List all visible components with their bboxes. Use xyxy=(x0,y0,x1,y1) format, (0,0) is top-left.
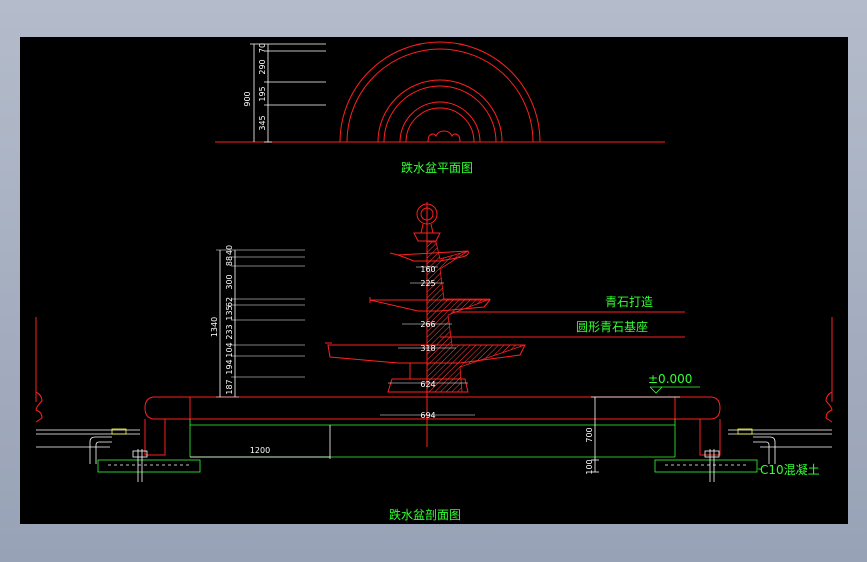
plan-dim-345: 345 xyxy=(258,115,267,130)
dim-1200: 1200 xyxy=(250,446,270,455)
dim-194: 194 xyxy=(225,359,234,374)
callout-concrete: C10混凝土 xyxy=(760,462,820,477)
section-title: 跌水盆剖面图 xyxy=(389,507,461,522)
plan-view: 900 70 290 195 345 跌水盆平面图 xyxy=(215,41,665,175)
dim-135: 135 xyxy=(225,305,234,320)
section-view: 160 225 266 318 624 694 1340 40 88 300 6… xyxy=(35,202,833,522)
dim-100: 100 xyxy=(585,459,594,474)
fountain-drawing: 900 70 290 195 345 跌水盆平面图 xyxy=(35,41,833,522)
plan-title: 跌水盆平面图 xyxy=(401,160,473,175)
plan-dim-195: 195 xyxy=(258,86,267,101)
dim-40: 40 xyxy=(225,245,234,255)
dim-1340: 1340 xyxy=(210,317,219,337)
callout-stone: 青石打造 xyxy=(605,295,653,309)
dim-160: 160 xyxy=(420,265,435,274)
plan-dim-290: 290 xyxy=(258,59,267,74)
cad-viewport[interactable]: 900 70 290 195 345 跌水盆平面图 xyxy=(20,37,848,524)
stone-body-hatch xyxy=(426,241,526,393)
dim-624: 624 xyxy=(420,380,435,389)
dim-225: 225 xyxy=(420,279,435,288)
plan-dim-70: 70 xyxy=(258,43,267,53)
dim-300: 300 xyxy=(225,274,234,289)
dim-62: 62 xyxy=(225,297,234,307)
dim-694: 694 xyxy=(420,411,435,420)
callout-base: 圆形青石基座 xyxy=(576,319,648,334)
dim-700: 700 xyxy=(585,427,594,442)
dim-266: 266 xyxy=(420,320,435,329)
plan-dim-total: 900 xyxy=(243,91,252,106)
dim-88: 88 xyxy=(225,256,234,266)
dim-104: 104 xyxy=(225,342,234,357)
elevation-label: ±0.000 xyxy=(648,372,692,386)
dim-187: 187 xyxy=(225,379,234,394)
dim-318: 318 xyxy=(420,344,435,353)
dim-233: 233 xyxy=(225,324,234,339)
